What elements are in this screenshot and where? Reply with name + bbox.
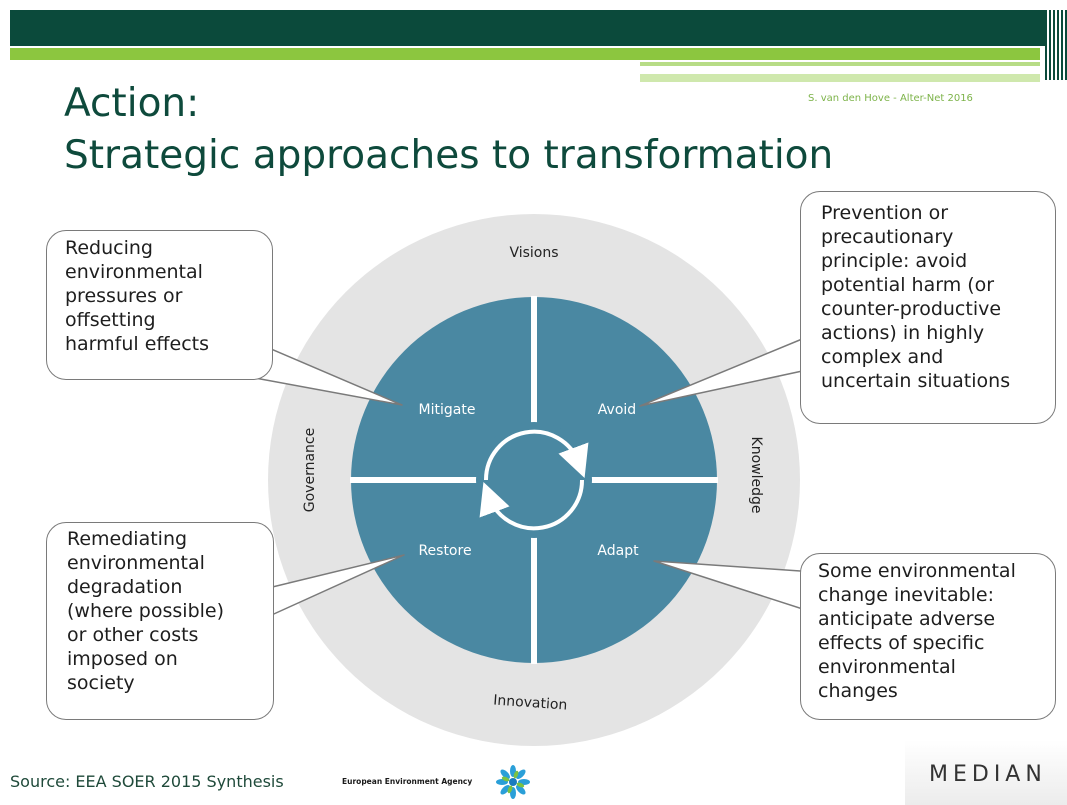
callout-line: uncertain situations (821, 370, 1011, 392)
label-visions: Visions (509, 245, 558, 261)
callout-line: pressures or (65, 285, 183, 307)
top-banner (10, 10, 1067, 46)
callout-line: (where possible) (67, 600, 225, 622)
label-innovation: Innovation (493, 692, 568, 713)
callout-line: principle: avoid (821, 250, 968, 272)
quadrant-mitigate: Mitigate (419, 402, 476, 418)
callout-line: environmental (818, 656, 956, 678)
callout-line: precautionary (821, 226, 954, 248)
callout-line: complex and (821, 346, 944, 368)
banner-edge-decoration (1045, 10, 1067, 80)
green-stripe-light (640, 74, 1040, 82)
cycle-arrow-top (483, 429, 589, 481)
title-line-2: Strategic approaches to transformation (64, 133, 834, 178)
callout-line: potential harm (or (821, 274, 995, 296)
quadrant-restore: Restore (418, 543, 471, 559)
title-line-1: Action: (64, 81, 200, 126)
slide-title: Action: Strategic approaches to transfor… (64, 78, 833, 182)
green-stripe-thin (640, 62, 1040, 66)
eea-name: European Environment Agency (342, 777, 473, 786)
callout-line: anticipate adverse (818, 608, 996, 630)
author-credit: S. van den Hove - Alter-Net 2016 (808, 93, 973, 104)
cycle-arrow-bottom (479, 479, 585, 531)
callout-line: changes (818, 680, 898, 702)
label-knowledge: Knowledge (748, 437, 764, 514)
quadrant-avoid: Avoid (598, 402, 636, 418)
callout-line: Reducing (65, 237, 153, 259)
callout-line: effects of specific (818, 632, 985, 654)
callout-line: imposed on (67, 648, 178, 670)
callout-line: Some environmental (818, 560, 1016, 582)
label-governance: Governance (302, 428, 318, 512)
center-disc (476, 422, 592, 538)
callout-mitigate: Reducing environmental pressures or offs… (46, 230, 273, 380)
callout-line: environmental (65, 261, 203, 283)
source-citation: Source: EEA SOER 2015 Synthesis (10, 772, 284, 791)
callout-adapt: Some environmental change inevitable: an… (800, 553, 1056, 720)
callout-line: society (67, 672, 135, 694)
callout-line: degradation (67, 576, 183, 598)
callout-line: harmful effects (65, 333, 209, 355)
brand-backdrop (905, 740, 1067, 805)
quadrant-adapt: Adapt (597, 543, 639, 559)
green-stripe (10, 48, 1040, 60)
callout-line: or other costs (67, 624, 199, 646)
callout-line: change inevitable: (818, 584, 995, 606)
eea-logo-icon (496, 765, 530, 799)
median-logo: MEDIAN (929, 762, 1047, 787)
callout-line: Remediating (67, 528, 188, 550)
callout-avoid: Prevention or precautionary principle: a… (800, 191, 1056, 424)
callout-line: environmental (67, 552, 205, 574)
callout-line: actions) in highly (821, 322, 985, 344)
callout-line: offsetting (65, 309, 156, 331)
callout-line: Prevention or (821, 202, 949, 224)
callout-restore: Remediating environmental degradation (w… (46, 522, 274, 720)
callout-line: counter-productive (821, 298, 1002, 320)
